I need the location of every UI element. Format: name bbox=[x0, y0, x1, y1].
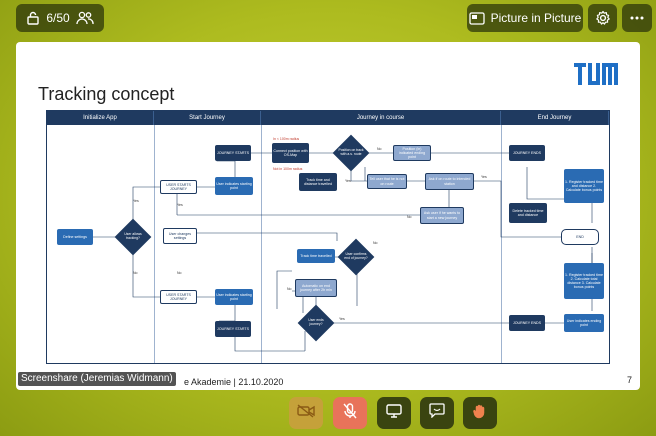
more-dots-icon bbox=[630, 16, 644, 20]
microphone-off-icon bbox=[343, 402, 357, 424]
node-track-time-2: Track time travelled bbox=[297, 249, 335, 263]
screenshare-button[interactable] bbox=[377, 397, 411, 429]
node-ask-user-wants: Ask user if he wants to start a new jour… bbox=[420, 207, 464, 224]
label-no: No bbox=[373, 241, 378, 245]
reaction-button[interactable] bbox=[463, 397, 497, 429]
chat-icon bbox=[429, 403, 445, 423]
pip-label: Picture in Picture bbox=[490, 11, 582, 25]
label-in-radius: In < 100m radius bbox=[273, 137, 300, 141]
node-define-settings: Define settings bbox=[57, 229, 93, 245]
microphone-toggle-button[interactable] bbox=[333, 397, 367, 429]
gear-icon bbox=[595, 10, 611, 26]
settings-button[interactable] bbox=[588, 4, 617, 32]
lane-header-course: Journey in course bbox=[261, 111, 501, 125]
node-track-time-distance-1: Track time and distance travelled bbox=[299, 173, 337, 191]
flowchart: Initialize App Start Journey Journey in … bbox=[46, 110, 610, 364]
label-yes: Yes bbox=[345, 179, 351, 183]
chat-button[interactable] bbox=[420, 397, 454, 429]
lane-separator bbox=[261, 125, 262, 363]
node-register-calc-1: 1. Register tracked time and distance 2.… bbox=[564, 169, 604, 203]
screen-icon bbox=[386, 403, 402, 423]
label-no: No bbox=[287, 287, 292, 291]
decision-user-ends-journey-text: User ends journey? bbox=[308, 318, 324, 326]
label-yes: Yes bbox=[481, 175, 487, 179]
label-yes: Yes bbox=[133, 199, 139, 203]
slide-footer: e Akademie | 21.10.2020 bbox=[184, 377, 284, 387]
hand-icon bbox=[472, 403, 488, 424]
lane-header-start: Start Journey bbox=[154, 111, 261, 125]
node-user-changes-settings: User changes settings bbox=[163, 228, 197, 244]
tum-logo bbox=[572, 60, 620, 88]
lane-header-initialize: Initialize App bbox=[47, 111, 154, 125]
node-user-indicates-start-1: User indicates starting point bbox=[215, 177, 253, 195]
slide-page-number: 7 bbox=[627, 375, 633, 385]
lane-header-end: End Journey bbox=[501, 111, 609, 125]
lane-separator bbox=[154, 125, 155, 363]
node-journey-starts-2: JOURNEY STARTS bbox=[215, 321, 251, 337]
unlock-icon bbox=[26, 11, 40, 25]
decision-allows-tracking-text: User allows tracking? bbox=[124, 232, 142, 240]
slide-title: Tracking concept bbox=[38, 84, 175, 104]
node-user-indicates-start-2: User indicates starting point bbox=[215, 289, 253, 305]
label-yes: Yes bbox=[339, 317, 345, 321]
screenshare-label: Screenshare (Jeremias Widmann) bbox=[18, 372, 176, 386]
node-delete-tracked: Delete tracked time and distance bbox=[509, 203, 547, 223]
label-no: No bbox=[407, 215, 412, 219]
picture-in-picture-button[interactable]: Picture in Picture bbox=[467, 4, 583, 32]
node-connect-position: Connect position with OS-Map bbox=[272, 143, 309, 163]
label-no: No bbox=[377, 147, 382, 151]
node-user-leaves-route: Tell user that he is not on route bbox=[367, 174, 407, 189]
node-journey-ends-1: JOURNEY ENDS bbox=[509, 145, 545, 161]
node-end: END bbox=[561, 229, 599, 245]
node-automatic-pause: Automatic on end journey after 2h min bbox=[295, 279, 337, 297]
more-options-button[interactable] bbox=[622, 4, 652, 32]
node-journey-ends-2: JOURNEY ENDS bbox=[509, 315, 545, 331]
lane-separator bbox=[501, 125, 502, 363]
shared-slide: Tracking concept Initialize App Start Jo… bbox=[16, 42, 640, 390]
participant-count: 6/50 bbox=[46, 11, 70, 25]
label-not-in-radius: Not in 100m radius bbox=[273, 167, 303, 171]
node-user-starts-journey-1: USER STARTS JOURNEY bbox=[160, 180, 197, 194]
camera-toggle-button[interactable] bbox=[289, 397, 323, 429]
decision-position-on-track-text: Position on track with a.s. route bbox=[338, 148, 364, 156]
node-position-indicated: Position (in) indicated ending point bbox=[393, 145, 431, 161]
node-register-calc-2: 1. Register tracked time 2. Calculate to… bbox=[564, 263, 604, 299]
label-no: No bbox=[133, 271, 138, 275]
node-user-starts-journey-2: USER STARTS JOURNEY bbox=[160, 290, 197, 304]
label-no: No bbox=[177, 271, 182, 275]
participants-button[interactable]: 6/50 bbox=[16, 4, 104, 32]
picture-in-picture-icon bbox=[468, 11, 485, 25]
people-icon bbox=[76, 11, 94, 25]
node-user-indicates-ending: User indicates ending point bbox=[564, 314, 604, 332]
flowchart-connectors bbox=[93, 152, 593, 352]
label-yes: Yes bbox=[177, 203, 183, 207]
camera-off-icon bbox=[297, 403, 315, 423]
node-journey-starts-1: JOURNEY STARTS bbox=[215, 145, 251, 161]
decision-user-confirms-text: User confirms end of journey? bbox=[344, 252, 368, 260]
node-ask-if-on-route: Ask if on route to intended station bbox=[425, 173, 474, 190]
